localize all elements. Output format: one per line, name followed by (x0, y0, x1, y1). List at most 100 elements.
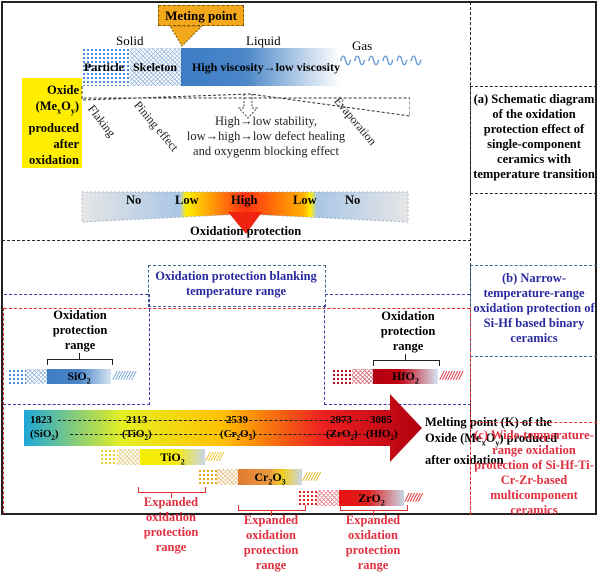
sio2-gas: //////// (113, 369, 136, 382)
sio2-bracket (47, 359, 113, 365)
expanded-range-label-3: Expanded oxidation protection range (333, 513, 413, 573)
hfo2-particle (332, 369, 352, 384)
caption-a-line-6: temperature transition (473, 167, 595, 181)
melting-point-pointer (170, 26, 202, 47)
oxide-box-line-5: oxidation (28, 152, 79, 167)
expanded-2-line-1: Expanded (243, 513, 299, 527)
hfo2-label: HfO2 (392, 369, 419, 386)
hfo2-range-line-2: protection (380, 324, 436, 338)
caption-b-line-4: Si-Hf based binary (483, 316, 585, 330)
expanded-1-line-3: protection (143, 525, 199, 539)
panel-b-caption: (b) Narrow- temperature-range oxidation … (472, 271, 596, 346)
cr2o3-bar (238, 469, 302, 485)
protection-level-low-right: Low (293, 193, 317, 207)
gas-wavy-lines: ∿∿∿∿∿∿ (338, 50, 423, 71)
skeleton-label: Skeleton (133, 60, 178, 74)
hfo2-range-line-3: range (392, 339, 424, 353)
liquid-effect-line-2: low→high→low defect healing (186, 129, 346, 143)
sio2-skeleton (26, 369, 47, 384)
panel-c-left-border (3, 308, 4, 514)
blanking-line-1: Oxidation protection blanking (155, 269, 317, 283)
hfo2-range-line-1: Oxidation (381, 309, 435, 323)
hfo2-bracket-stem (405, 354, 406, 360)
cr2o3-label: Cr2O3 (254, 470, 286, 487)
hfo2-gas: //////// (440, 369, 463, 382)
liquid-effect-line-1: High→low stability, (215, 114, 317, 128)
protection-title: Oxidation protection (190, 224, 302, 238)
caption-b-line-2: temperature-range (483, 286, 585, 300)
axis-dashes-top (58, 420, 368, 421)
hfo2-bracket (373, 360, 440, 366)
protection-level-no-right: No (345, 193, 361, 207)
expanded-3-line-4: range (357, 558, 389, 572)
caption-c-line-2: range oxidation (492, 443, 576, 457)
blanking-range-label: Oxidation protection blanking temperatur… (148, 269, 324, 299)
blanking-range-box (148, 265, 326, 307)
oxide-box-formula: (MexOy) (35, 99, 79, 116)
sio2-label: SiO2 (67, 369, 91, 386)
tio2-skeleton (118, 449, 140, 465)
red-divider (4, 308, 470, 309)
sio2-range-label: Oxidation protection range (40, 308, 120, 353)
caption-b-line-3: oxidation protection of (473, 301, 595, 315)
melting-point-label: Meting point (165, 8, 237, 23)
caption-b-line-1: (b) Narrow- (502, 271, 566, 285)
expanded-stem-3 (373, 510, 374, 516)
oxide-box-line-4: after (53, 136, 79, 151)
hfo2-skeleton (352, 369, 373, 384)
zro2-label: ZrO2 (358, 491, 385, 508)
tio2-gas: ////// (206, 450, 223, 463)
hfo2-range-label: Oxidation protection range (368, 309, 448, 354)
axis-oxide-tio2: (TiO2) (122, 428, 152, 443)
expanded-3-line-1: Expanded (345, 513, 401, 527)
tio2-particle (100, 449, 118, 465)
sio2-bar (47, 369, 111, 384)
expanded-1-line-4: range (155, 540, 187, 554)
caption-c-line-4: Cr-Zr-based (500, 473, 568, 487)
sio2-frame (3, 294, 150, 405)
blanking-line-2: temperature range (185, 284, 287, 298)
caption-a-line-3: protection effect of (483, 122, 585, 136)
expanded-2-line-3: protection (243, 543, 299, 557)
oxide-box-line-3: produced (28, 120, 79, 135)
blue-divider-right (325, 294, 470, 295)
sio2-range-line-2: protection (52, 323, 108, 337)
caption-c-line-5: multicomponent (490, 488, 578, 502)
caption-c-line-1: (c) Wide-temperature- (474, 428, 594, 442)
phase-gas-label: Gas (352, 38, 373, 53)
expanded-2-line-4: range (255, 558, 287, 572)
panel-c-caption: (c) Wide-temperature- range oxidation pr… (472, 428, 596, 518)
expanded-stem-1 (171, 492, 172, 498)
caption-a-line-1: (a) Schematic diagram (473, 92, 595, 106)
panel-c-right-divider (470, 308, 471, 514)
axis-dashes-bottom (70, 434, 366, 435)
axis-title-line-2: Oxide (MexOy) produced (425, 431, 558, 448)
figure-frame (1, 1, 597, 515)
sio2-range-line-1: Oxidation (53, 308, 107, 322)
expanded-range-label-2: Expanded oxidation protection range (231, 513, 311, 573)
panel-c-caption-box (470, 422, 597, 515)
axis-title-line-3: after oxidation (425, 452, 504, 467)
sio2-range-line-3: range (64, 338, 96, 352)
protection-level-no-left: No (126, 193, 142, 207)
zro2-bar (339, 490, 404, 506)
expanded-3-line-3: protection (345, 543, 401, 557)
axis-temp-3085: 3085 (370, 414, 392, 426)
expanded-stem-2 (271, 510, 272, 516)
cr2o3-gas: ////// (303, 470, 320, 483)
expanded-2-line-2: oxidation (245, 528, 296, 542)
oxide-box-line-1: Oxide (47, 83, 79, 97)
melting-point-callout: Meting point (158, 5, 244, 26)
protection-level-high: High (231, 193, 258, 207)
caption-c-line-3: protection of Si-Hf-Ti- (474, 458, 594, 472)
expanded-bracket-2 (238, 505, 306, 511)
blue-divider-left (4, 294, 148, 295)
expanded-range-label-1: Expanded oxidation protection range (131, 495, 211, 555)
phase-liquid-label: Liquid (246, 33, 281, 48)
axis-temp-1823: 1823 (30, 414, 52, 426)
sio2-particle (8, 369, 26, 384)
phase-solid-label: Solid (116, 33, 144, 48)
effect-funnel (81, 86, 410, 119)
particle-segment (82, 48, 130, 86)
axis-oxide-cr2o3: (Cr2O3) (220, 428, 256, 443)
